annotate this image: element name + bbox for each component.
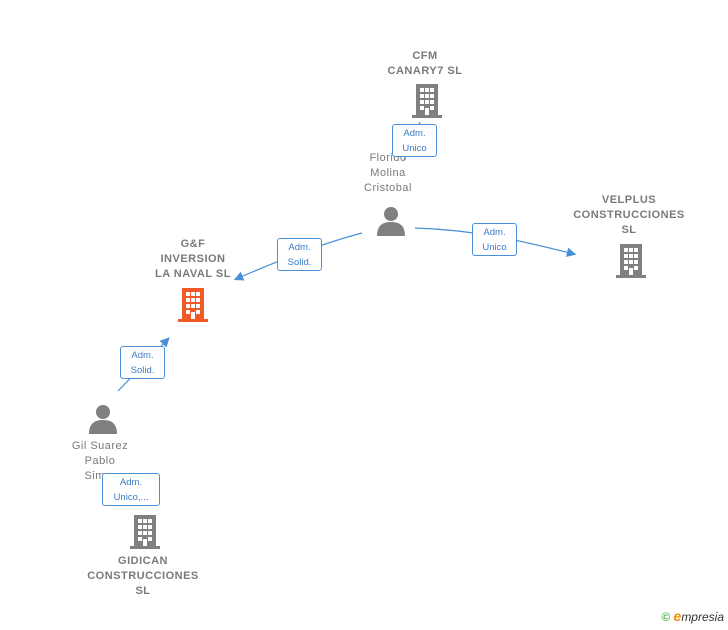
brand-rest: mpresia xyxy=(681,610,724,624)
edge-label-gil-gf[interactable]: Adm. Solid. xyxy=(120,346,165,379)
node-label-gf[interactable]: G&F INVERSION LA NAVAL SL xyxy=(155,238,231,280)
building-icon xyxy=(616,244,646,278)
person-icon xyxy=(377,207,405,236)
edge-label-gf[interactable]: Adm. Solid. xyxy=(277,238,322,271)
node-label-gidican[interactable]: GIDICAN CONSTRUCCIONES SL xyxy=(87,555,199,597)
node-label-florido[interactable]: Florido Molina Cristobal xyxy=(364,152,412,194)
edge-label-velplus[interactable]: Adm. Unico xyxy=(472,223,517,256)
empresia-logo: © empresia xyxy=(661,608,724,624)
building-icon xyxy=(412,84,442,118)
node-label-velplus[interactable]: VELPLUS CONSTRUCCIONES SL xyxy=(573,194,685,236)
person-icon xyxy=(89,405,117,434)
node-label-cfm[interactable]: CFM CANARY7 SL xyxy=(387,50,463,77)
building-main-icon xyxy=(178,288,208,322)
building-icon xyxy=(130,515,160,549)
copyright-symbol: © xyxy=(661,610,671,624)
brand-e: e xyxy=(673,608,682,624)
edge-label-gidican[interactable]: Adm. Unico,... xyxy=(102,473,160,506)
edge-label-cfm[interactable]: Adm. Unico xyxy=(392,124,437,157)
